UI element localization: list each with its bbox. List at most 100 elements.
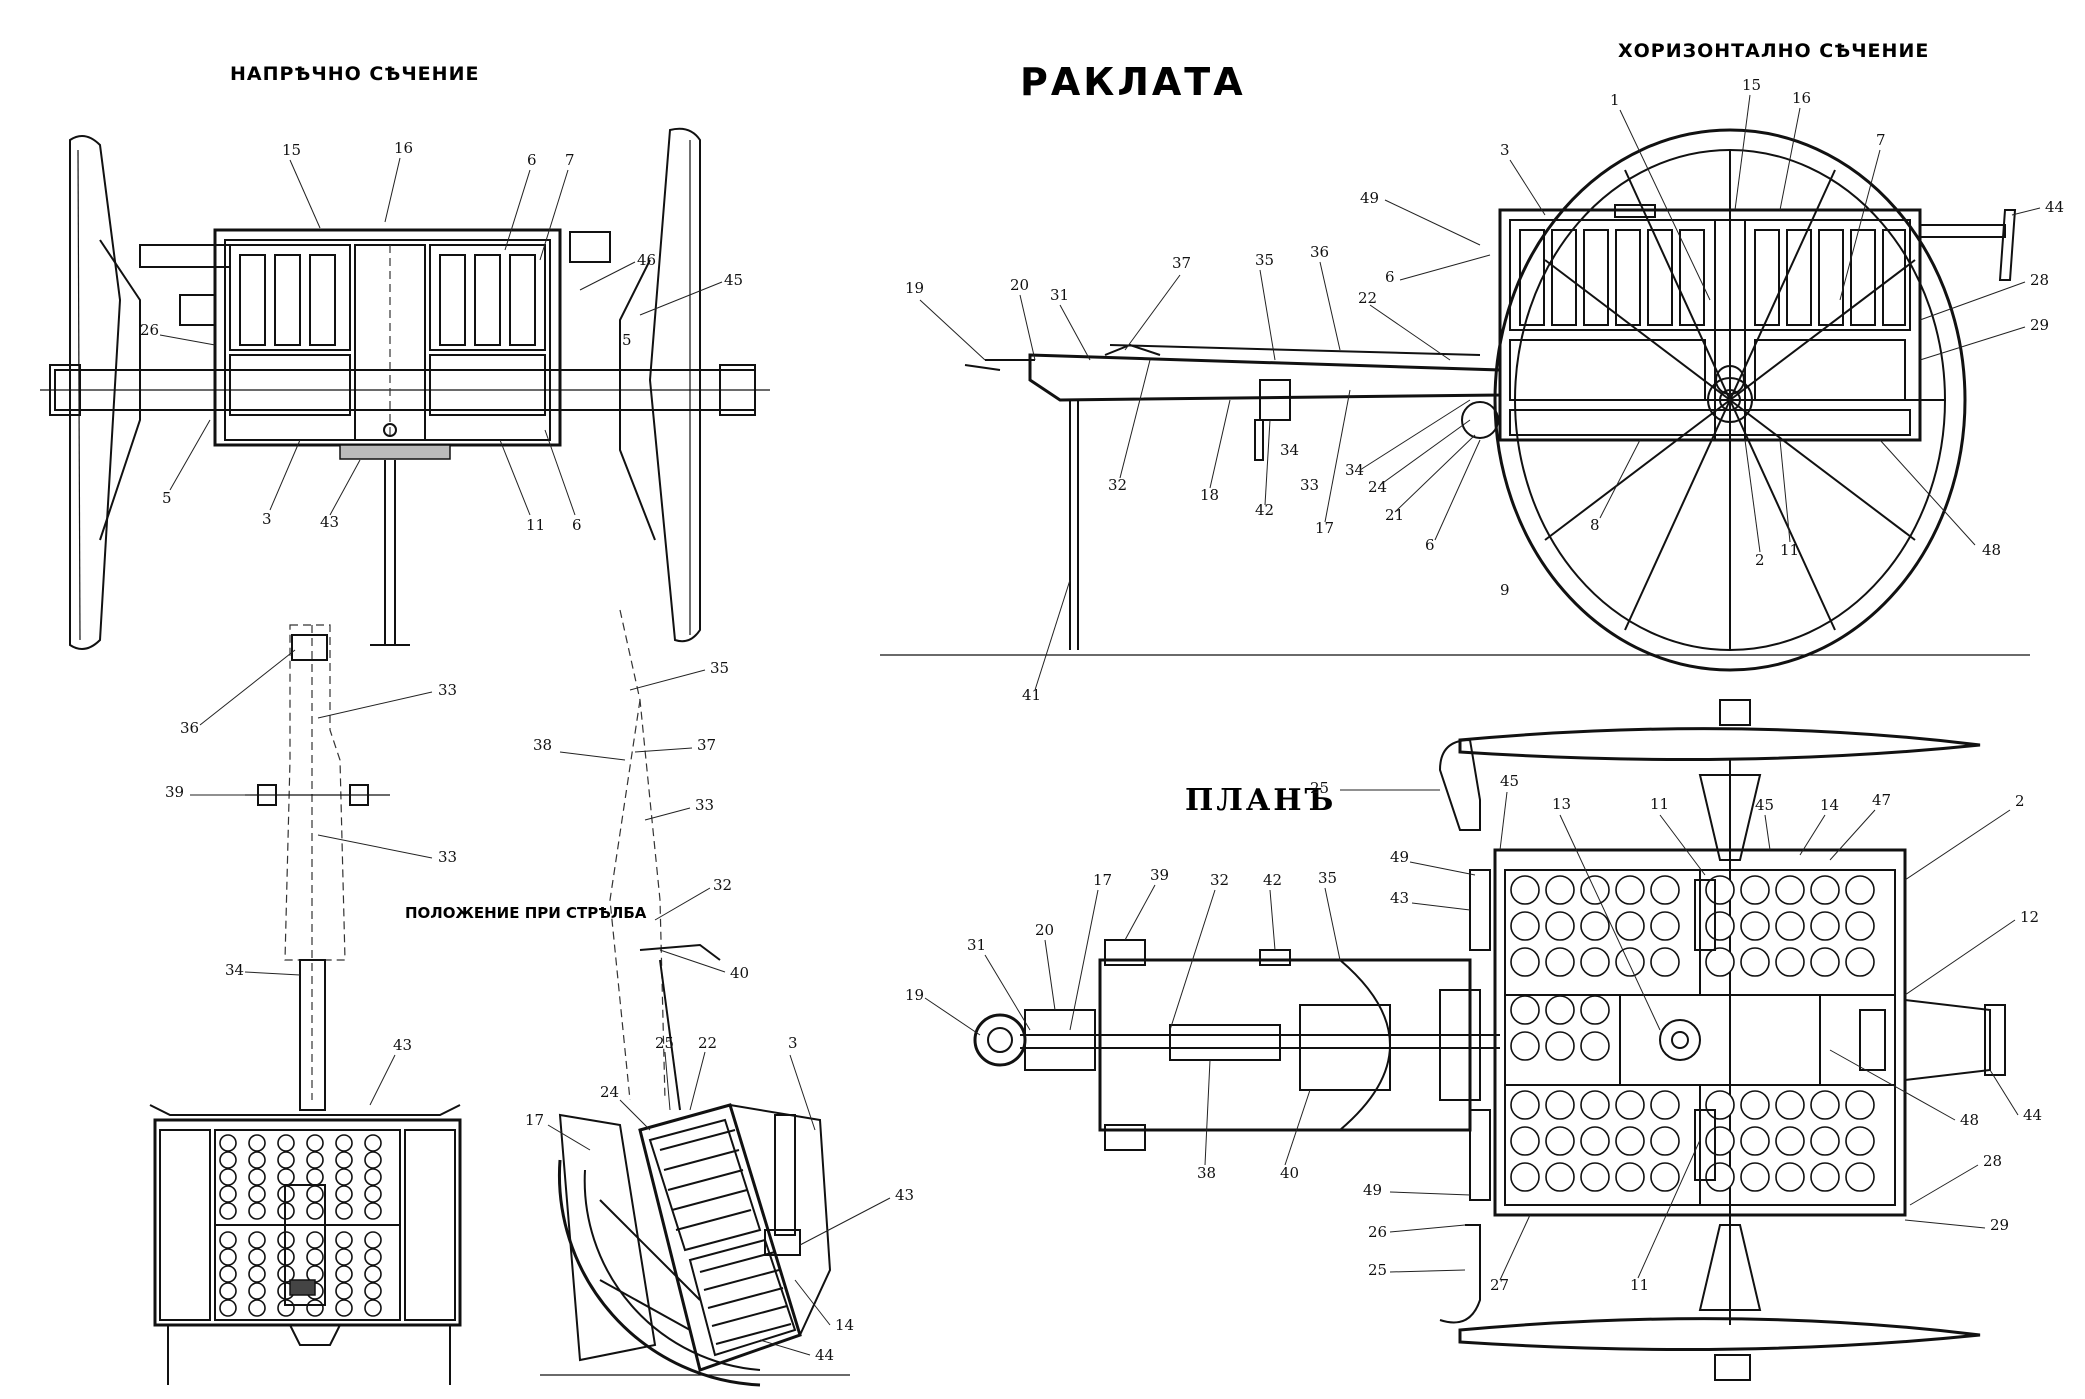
shell-slot — [1740, 911, 1770, 941]
shell-slot — [306, 1231, 324, 1249]
plan-shell-grid — [1510, 875, 1875, 1192]
shell-slot — [1650, 1126, 1680, 1156]
shell-slot — [219, 1168, 237, 1186]
callout: 33 — [438, 681, 457, 699]
shell-slot — [1810, 911, 1840, 941]
shell-slot — [1510, 1162, 1540, 1192]
title-cross-section: НАПРѢЧНО СѢЧЕНИЕ — [230, 63, 479, 85]
shell-slot — [1810, 1126, 1840, 1156]
shell-slot — [1775, 1126, 1805, 1156]
callout: 45 — [1755, 796, 1774, 814]
shell-slot — [219, 1202, 237, 1220]
shell-slot — [1545, 875, 1575, 905]
callout: 33 — [695, 796, 714, 814]
shell-slot — [1580, 1031, 1610, 1061]
firing-position-view: 36 33 39 33 34 43 35 38 — [149, 609, 914, 1387]
shell-slot — [1740, 947, 1770, 977]
callout: 32 — [1210, 871, 1229, 889]
callout: 29 — [1990, 1216, 2009, 1234]
shell-slot — [1740, 1162, 1770, 1192]
shell-slot — [1705, 947, 1735, 977]
title-main: РАКЛАТА — [1020, 60, 1246, 104]
callout: 28 — [2030, 271, 2049, 289]
slat-line — [707, 1287, 784, 1309]
callout: 39 — [1150, 866, 1169, 884]
shell-slot — [248, 1299, 266, 1317]
shell-slot — [1510, 875, 1540, 905]
shell-slot — [1510, 995, 1540, 1025]
callout: 46 — [637, 251, 656, 269]
shell-slot — [335, 1151, 353, 1169]
shell-slot — [335, 1231, 353, 1249]
slat-line — [671, 1189, 748, 1211]
shell-slot — [364, 1248, 382, 1266]
shell-slot — [1510, 911, 1540, 941]
shell-slot — [277, 1151, 295, 1169]
callout: 13 — [1552, 795, 1571, 813]
side-view: 1 15 16 3 7 44 49 28 29 6 37 35 36 — [880, 76, 2064, 704]
slat-line — [699, 1251, 776, 1273]
callout: 6 — [1425, 536, 1435, 554]
shell-slot — [1545, 1031, 1575, 1061]
callout: 26 — [1368, 1223, 1387, 1241]
shell-slot — [1740, 875, 1770, 905]
callout: 35 — [710, 659, 729, 677]
callout: 33 — [438, 848, 457, 866]
shell-slot — [306, 1134, 324, 1152]
callout: 47 — [1872, 791, 1891, 809]
callout: 43 — [320, 513, 339, 531]
callout: 3 — [788, 1034, 798, 1052]
slat-line — [667, 1169, 744, 1191]
callout: 38 — [1197, 1164, 1216, 1182]
shell-slot — [1615, 1090, 1645, 1120]
callout: 42 — [1263, 871, 1282, 889]
callout: 28 — [1983, 1152, 2002, 1170]
shell-slot — [306, 1168, 324, 1186]
shell-slot — [1775, 875, 1805, 905]
callout: 16 — [394, 139, 413, 157]
shell-slot — [1705, 911, 1735, 941]
callout: 35 — [1255, 251, 1274, 269]
shell-slot — [219, 1265, 237, 1283]
shell-slot — [1615, 947, 1645, 977]
shell-slot — [1545, 947, 1575, 977]
shell-slot — [335, 1134, 353, 1152]
shell-slot — [306, 1248, 324, 1266]
shell-slot — [248, 1231, 266, 1249]
callout: 3 — [1500, 141, 1510, 159]
callout: 49 — [1363, 1181, 1382, 1199]
shell-slot — [1580, 995, 1610, 1025]
shell-slot — [248, 1265, 266, 1283]
title-firing-position: ПОЛОЖЕНИЕ ПРИ СТРѢЛБА — [405, 904, 647, 922]
callout: 24 — [600, 1083, 619, 1101]
callout: 2 — [2015, 792, 2025, 810]
callout: 1 — [1610, 91, 1620, 109]
callout: 25 — [1310, 779, 1329, 797]
callout: 19 — [905, 279, 924, 297]
callout: 26 — [140, 321, 159, 339]
callout: 34 — [1280, 441, 1299, 459]
side-view-slats — [659, 1129, 792, 1345]
title-plan: ПЛАНЪ — [1185, 783, 1336, 818]
callout: 40 — [1280, 1164, 1299, 1182]
callout: 20 — [1010, 276, 1029, 294]
callout: 49 — [1390, 848, 1409, 866]
slat-line — [675, 1209, 752, 1231]
callout: 16 — [1792, 89, 1811, 107]
shell-slot — [1545, 911, 1575, 941]
shell-slot — [335, 1299, 353, 1317]
cross-section-compartments — [229, 244, 546, 441]
shell-slot — [1775, 947, 1805, 977]
plan-callouts: 25 45 45 14 47 2 13 11 49 43 39 42 35 — [905, 772, 2042, 1294]
slat-line — [715, 1323, 792, 1345]
shell-slot — [1740, 1126, 1770, 1156]
shell-slot — [1545, 995, 1575, 1025]
callout: 14 — [1820, 796, 1839, 814]
shell-slot — [248, 1185, 266, 1203]
shell-slot — [335, 1248, 353, 1266]
shell-slot — [1845, 911, 1875, 941]
shell-slot — [335, 1185, 353, 1203]
slat-line — [663, 1149, 740, 1171]
shell-slot — [219, 1299, 237, 1317]
callout: 45 — [1500, 772, 1519, 790]
